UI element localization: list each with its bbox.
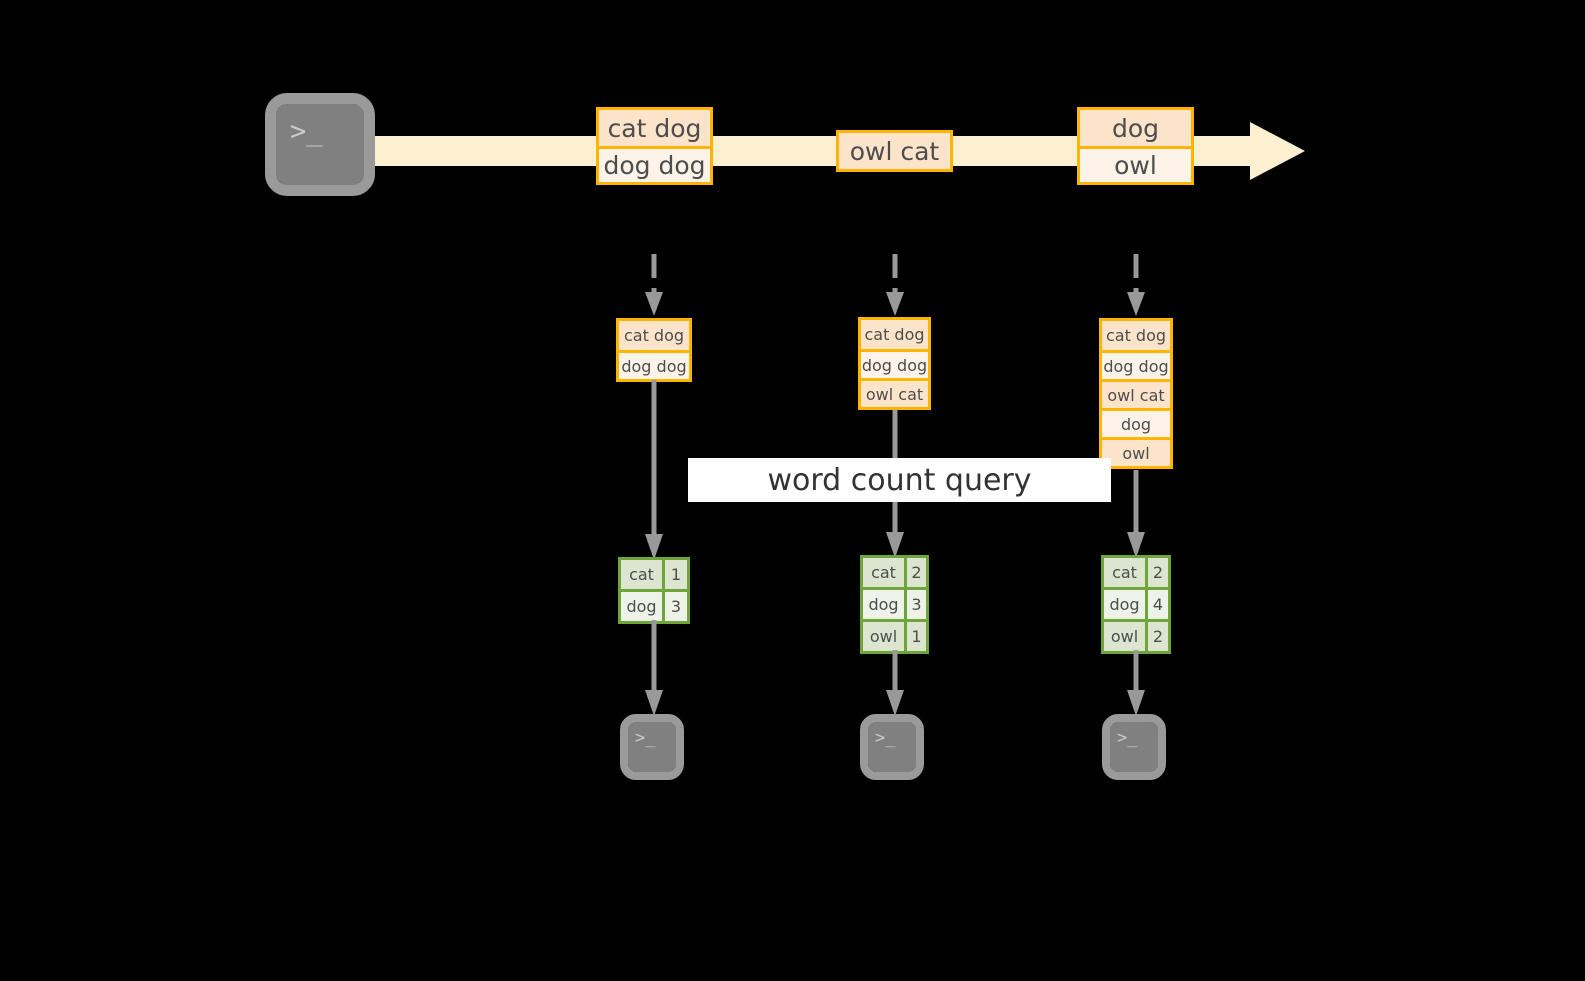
terminal-prompt-icon: >_ [290, 116, 323, 147]
state-line: cat dog [619, 321, 689, 350]
state-line: owl cat [1102, 379, 1170, 408]
stream-record-line: owl cat [839, 133, 950, 169]
result-value: 1 [904, 622, 926, 651]
terminal-screen [1110, 722, 1158, 772]
result-key: owl [1104, 622, 1145, 651]
stream-record-line: owl [1080, 146, 1191, 182]
result-row: owl 1 [863, 619, 926, 651]
state-line: dog dog [1102, 350, 1170, 379]
terminal-prompt-icon: >_ [875, 728, 896, 748]
terminal-screen [868, 722, 916, 772]
result-key: cat [1104, 558, 1145, 587]
result-key: cat [621, 560, 662, 589]
result-row: cat 1 [621, 560, 687, 589]
state-line: dog dog [619, 350, 689, 379]
state-buffer-2: cat dog dog dog owl cat [858, 317, 931, 410]
result-table-3: cat 2 dog 4 owl 2 [1101, 555, 1171, 654]
state-line: dog dog [861, 349, 928, 378]
result-row: owl 2 [1104, 619, 1168, 651]
terminal-screen [276, 104, 364, 185]
stream-record-line: dog dog [599, 146, 710, 182]
sink-connector-1 [643, 620, 665, 718]
stream-record-3: dog owl [1077, 107, 1194, 185]
result-key: dog [621, 592, 662, 621]
state-line: cat dog [1102, 321, 1170, 350]
result-key: dog [863, 590, 904, 619]
result-value: 2 [904, 558, 926, 587]
state-buffer-1: cat dog dog dog [616, 318, 692, 382]
result-key: dog [1104, 590, 1145, 619]
result-row: dog 3 [863, 587, 926, 619]
state-line: dog [1102, 408, 1170, 437]
result-row: cat 2 [1104, 558, 1168, 587]
sink-connector-3 [1125, 650, 1147, 718]
terminal-prompt-icon: >_ [1117, 728, 1138, 748]
result-key: cat [863, 558, 904, 587]
result-value: 2 [1145, 558, 1168, 587]
result-value: 1 [662, 560, 687, 589]
query-connector-3 [1125, 470, 1147, 560]
result-table-2: cat 2 dog 3 owl 1 [860, 555, 929, 654]
query-connector-1 [643, 380, 665, 562]
sink-connector-2 [884, 650, 906, 718]
result-value: 3 [904, 590, 926, 619]
result-value: 2 [1145, 622, 1168, 651]
result-row: dog 4 [1104, 587, 1168, 619]
sink-terminal-2: >_ [860, 714, 924, 780]
result-row: dog 3 [621, 589, 687, 621]
state-line: cat dog [861, 320, 928, 349]
terminal-prompt-icon: >_ [635, 728, 656, 748]
stream-record-line: cat dog [599, 110, 710, 146]
sink-terminal-3: >_ [1102, 714, 1166, 780]
query-label: word count query [688, 458, 1111, 502]
dashed-connector-3 [1125, 252, 1147, 318]
state-line: owl cat [861, 378, 928, 407]
terminal-screen [628, 722, 676, 772]
result-value: 3 [662, 592, 687, 621]
result-value: 4 [1145, 590, 1168, 619]
stream-record-1: cat dog dog dog [596, 107, 713, 185]
stream-record-line: dog [1080, 110, 1191, 146]
dashed-connector-1 [643, 252, 665, 318]
result-key: owl [863, 622, 904, 651]
sink-terminal-1: >_ [620, 714, 684, 780]
dashed-connector-2 [884, 252, 906, 318]
result-table-1: cat 1 dog 3 [618, 557, 690, 624]
source-terminal: >_ [265, 93, 375, 196]
state-line: owl [1102, 437, 1170, 466]
state-buffer-3: cat dog dog dog owl cat dog owl [1099, 318, 1173, 469]
result-row: cat 2 [863, 558, 926, 587]
stream-record-2: owl cat [836, 130, 953, 172]
